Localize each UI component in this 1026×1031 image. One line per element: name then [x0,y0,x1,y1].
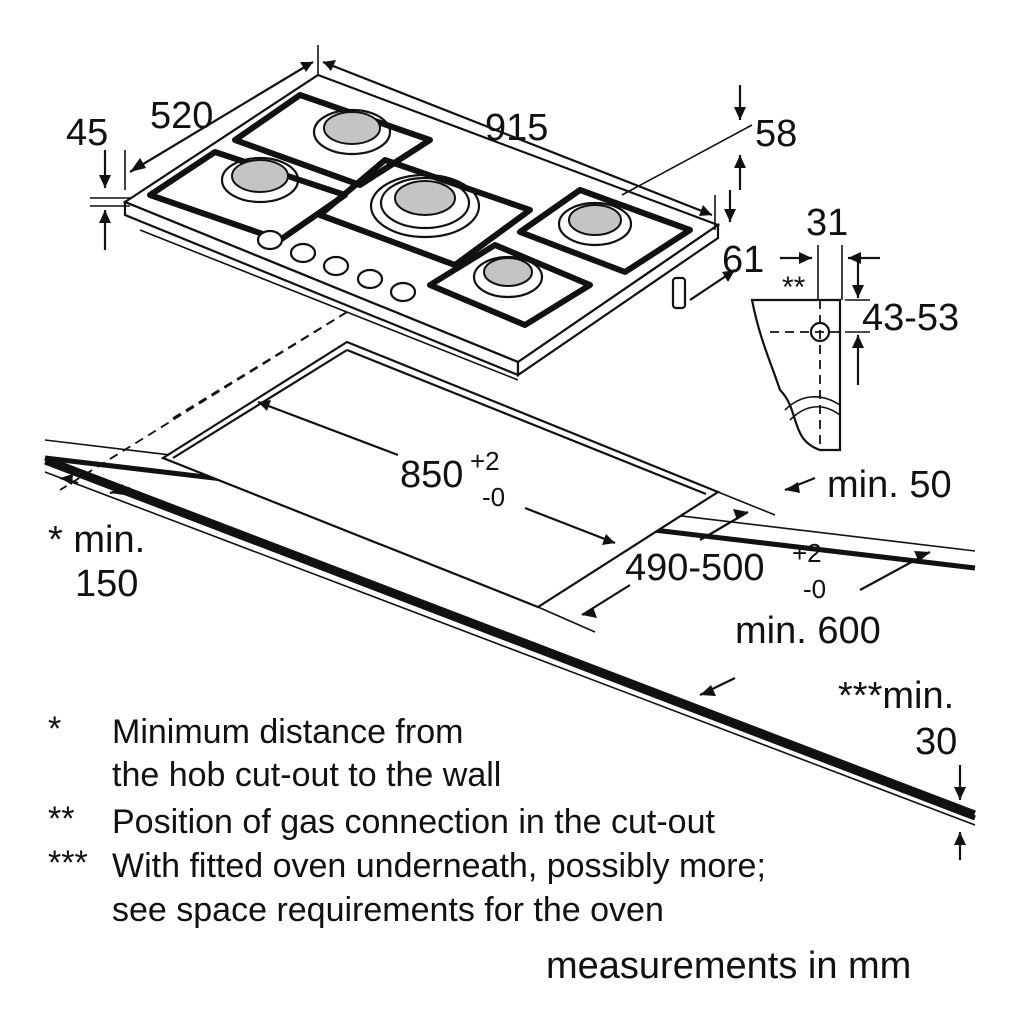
dim-850-tol-plus: +2 [470,446,500,476]
note-1-line1: Minimum distance from [112,713,463,751]
dim-43-53: 43-53 [862,297,959,339]
dim-min-150-line2: 150 [75,563,138,605]
gas-connection-detail [750,298,842,452]
note-1-mark: * [48,710,61,748]
gas-connection-marker: ** [782,271,806,304]
dim-490-500-tol-plus: +2 [792,538,822,568]
note-3-line2: see space requirements for the oven [112,891,664,929]
control-knobs [256,229,417,303]
dim-58: 58 [755,113,797,155]
note-2-mark: ** [48,800,74,838]
dim-45: 45 [66,112,108,154]
dim-min-30-line1: ***min. [838,675,954,717]
dim-490-500-tol-minus: -0 [803,574,826,604]
footnotes: * Minimum distance from the hob cut-out … [48,710,911,987]
dim-850: 850 [400,454,463,496]
dim-31: 31 [806,202,848,244]
dim-490-500: 490-500 [625,547,764,589]
cutout [59,311,721,609]
note-3-line1: With fitted oven underneath, possibly mo… [112,847,766,885]
dim-61: 61 [722,239,764,281]
arrowheads [60,60,966,845]
hob [122,73,721,381]
note-2-line1: Position of gas connection in the cut-ou… [112,803,715,841]
dim-min-30-line2: 30 [915,721,957,763]
burner-front [427,242,593,328]
dim-min-150-line1: * min. [48,519,145,561]
dim-850-tol-minus: -0 [482,482,505,512]
dimension-labels: 45 520 915 58 31 61 ** 43-53 850 +2 -0 4… [48,95,959,763]
dim-915: 915 [485,107,548,149]
note-1-line2: the hob cut-out to the wall [112,756,501,794]
dim-520: 520 [150,95,213,137]
burner-back-left [232,92,433,188]
burner-right [517,187,693,275]
burner-center [317,157,533,268]
dim-min-600: min. 600 [735,610,881,652]
note-3-mark: *** [48,844,88,882]
dim-min-50: min. 50 [827,464,952,506]
units-note: measurements in mm [546,945,911,987]
